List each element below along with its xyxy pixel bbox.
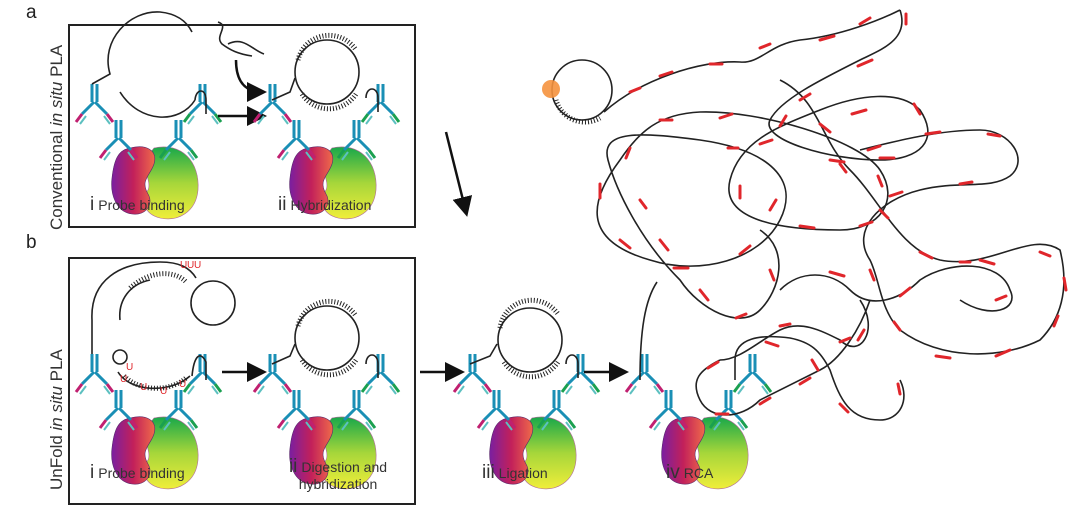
step-number: iii <box>482 462 495 483</box>
step-number: i <box>90 194 95 215</box>
uracil-marker: U <box>179 379 186 390</box>
circularized-oligo <box>294 39 360 105</box>
panel-letter-b: b <box>26 232 37 253</box>
uracil-marker: U <box>194 260 201 271</box>
oligo-strand <box>119 91 196 118</box>
panel-b-frame <box>68 257 416 505</box>
step-text: Digestion and <box>301 459 388 475</box>
uracil-marker: U <box>160 386 167 397</box>
curved-arrow-icon <box>234 59 267 102</box>
panel-a-frame <box>68 24 416 228</box>
detection-probe-marks <box>598 12 1068 416</box>
panel-b-step-i-graphic <box>76 261 236 489</box>
step-iii-graphic <box>454 297 599 489</box>
panel-a-step-ii-graphic <box>254 32 399 218</box>
step-text: Hybridization <box>290 197 372 213</box>
step-number: ii <box>278 194 287 215</box>
diagonal-arrow-icon <box>444 131 473 217</box>
panel-letter-a: a <box>26 2 37 23</box>
uracil-marker: U <box>140 382 147 393</box>
step-number: i <box>90 462 95 483</box>
step-number: iv <box>666 462 680 483</box>
rca-product <box>542 9 1068 421</box>
step-text: RCA <box>683 465 714 481</box>
step-text: Ligation <box>498 465 548 481</box>
uracil-marker: U <box>180 260 187 271</box>
step-text: hybridization <box>298 476 378 492</box>
uracil-marker: U <box>187 260 194 271</box>
oligo-strand <box>91 11 193 85</box>
step-text: Probe binding <box>98 197 185 213</box>
panel-b-step-ii-graphic <box>254 298 399 488</box>
panel-a-step-i-graphic <box>76 11 221 219</box>
primer-dot-icon <box>542 80 560 98</box>
step-text: Probe binding <box>98 465 185 481</box>
connector-oligos <box>217 21 265 57</box>
step-number: ii <box>288 456 298 477</box>
uracil-marker: U <box>120 374 127 385</box>
uracil-marker: U <box>126 362 133 373</box>
